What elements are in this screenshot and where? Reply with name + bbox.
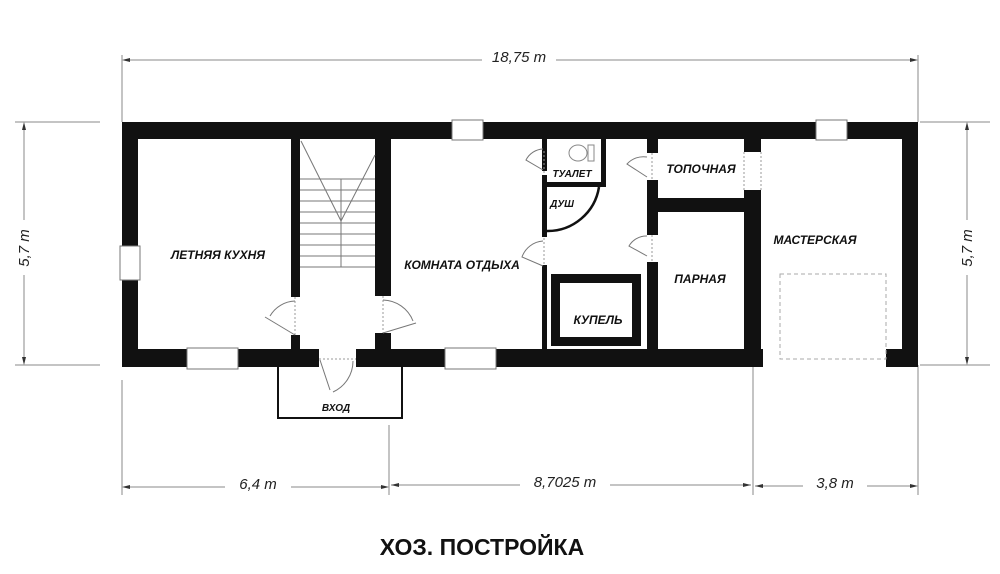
window-bottom-1 xyxy=(186,347,239,370)
window-top-1 xyxy=(451,119,484,141)
dimension-top: 18,75 m xyxy=(121,49,919,122)
window-left xyxy=(119,245,141,281)
room-label-furnace-room: ТОПОЧНАЯ xyxy=(666,162,736,176)
plunge-pool xyxy=(551,274,641,346)
toilet-fixture-icon xyxy=(568,144,595,162)
room-label-summer-kitchen: ЛЕТНЯЯ КУХНЯ xyxy=(170,248,265,262)
room-label-steam-room: ПАРНАЯ xyxy=(674,272,726,286)
doors xyxy=(264,148,762,393)
windows xyxy=(119,119,848,370)
dimension-left: 5,7 m xyxy=(15,121,100,366)
outer-walls xyxy=(122,122,918,367)
segment-3-label: 3,8 m xyxy=(816,475,854,492)
segment-2-label: 8,7025 m xyxy=(534,474,597,491)
room-label-shower: ДУШ xyxy=(549,199,574,210)
dimension-right: 5,7 m xyxy=(920,121,990,366)
room-label-entrance: ВХОД xyxy=(322,403,350,414)
staircase-icon xyxy=(300,140,376,268)
plan-title: ХОЗ. ПОСТРОЙКА xyxy=(380,533,584,560)
total-width-label: 18,75 m xyxy=(492,49,546,66)
height-left-label: 5,7 m xyxy=(16,229,33,267)
shower-door-icon xyxy=(546,186,601,233)
workshop-gate xyxy=(779,273,887,360)
room-label-workshop: МАСТЕРСКАЯ xyxy=(773,233,856,247)
dimension-bottom: 6,4 m 8,7025 m 3,8 m xyxy=(121,365,919,495)
entrance-porch xyxy=(277,367,403,419)
segment-1-label: 6,4 m xyxy=(239,476,277,493)
room-label-plunge-pool: КУПЕЛЬ xyxy=(573,313,623,327)
height-right-label: 5,7 m xyxy=(959,229,976,267)
room-label-rest-room: КОМНАТА ОТДЫХА xyxy=(404,258,520,272)
window-top-2 xyxy=(815,119,848,141)
window-bottom-2 xyxy=(444,347,497,370)
room-label-toilet: ТУАЛЕТ xyxy=(552,169,592,180)
interior-walls xyxy=(291,139,761,351)
